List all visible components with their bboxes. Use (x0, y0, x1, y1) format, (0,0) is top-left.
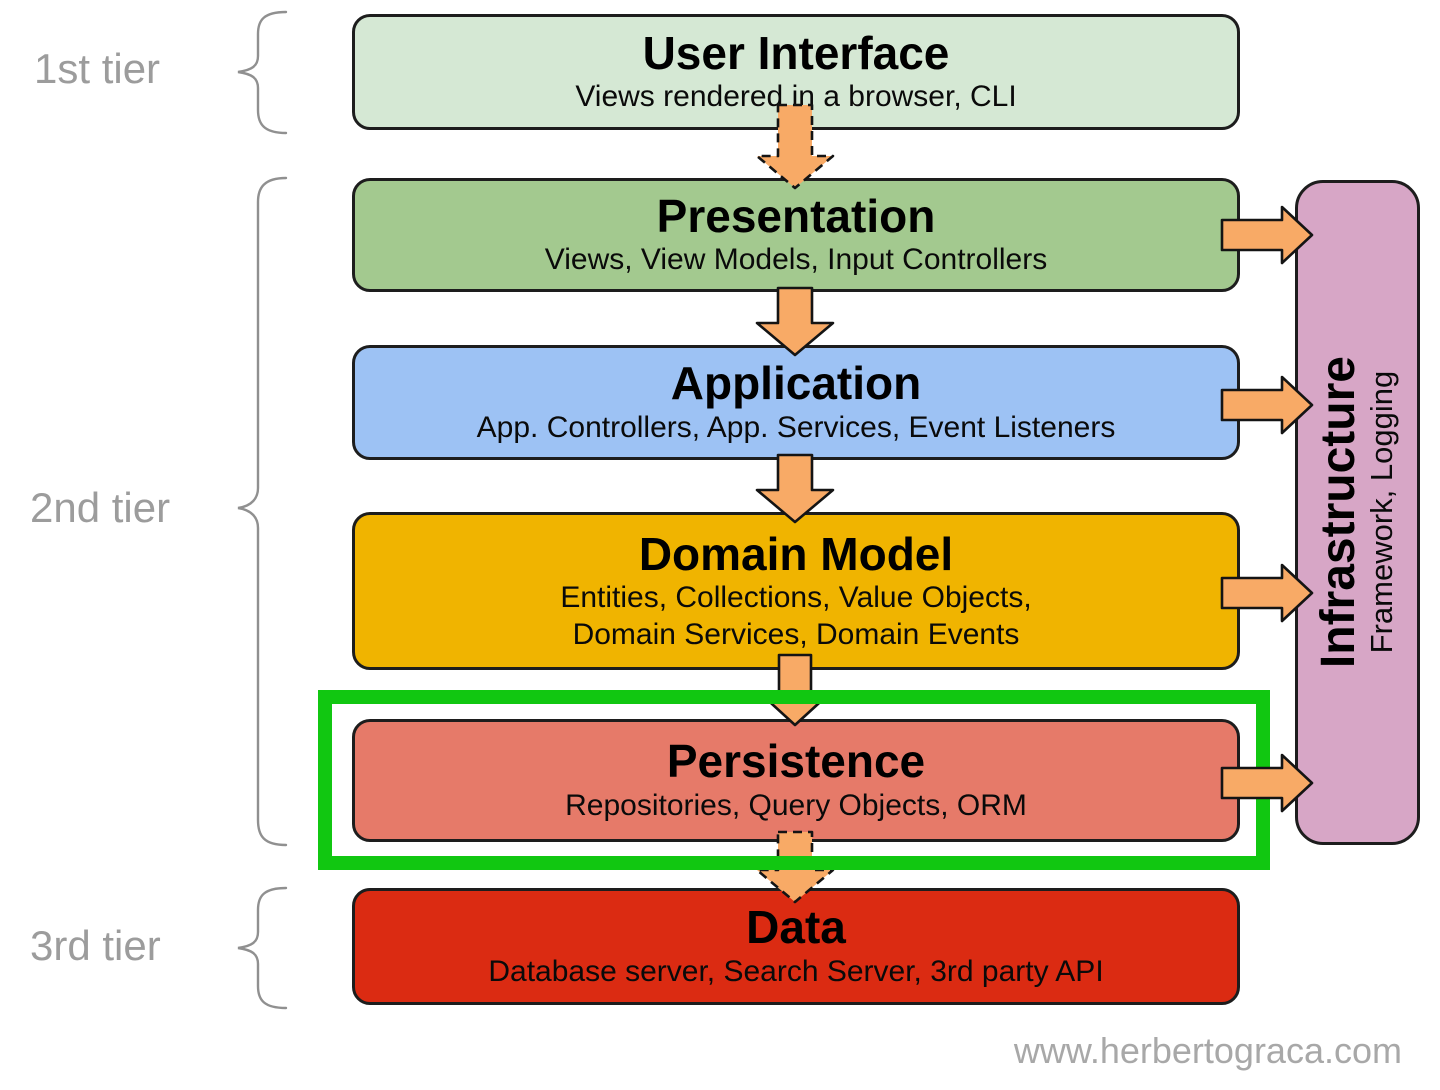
watermark-url: www.herbertograca.com (1013, 1030, 1402, 1071)
tier-label-3: 3rd tier (30, 922, 161, 969)
layer-domain-model-subtitle-line1: Entities, Collections, Value Objects, (560, 581, 1032, 615)
layer-data-subtitle: Database server, Search Server, 3rd part… (488, 954, 1104, 988)
layer-user-interface: User Interface Views rendered in a brows… (352, 14, 1240, 130)
brace-1st-tier (237, 10, 288, 135)
layer-persistence-title: Persistence (666, 735, 926, 788)
layer-persistence: Persistence Repositories, Query Objects,… (352, 719, 1240, 842)
layer-domain-model: Domain Model Entities, Collections, Valu… (352, 512, 1240, 670)
layer-presentation-title: Presentation (656, 189, 936, 242)
layer-data-title: Data (746, 901, 846, 954)
layer-domain-model-title: Domain Model (638, 527, 954, 580)
layer-user-interface-subtitle: Views rendered in a browser, CLI (575, 80, 1017, 114)
tier-label-2: 2nd tier (30, 484, 171, 531)
layer-presentation: Presentation Views, View Models, Input C… (352, 178, 1240, 292)
layer-user-interface-title: User Interface (642, 26, 950, 79)
brace-3rd-tier (237, 886, 288, 1010)
layer-application-subtitle: App. Controllers, App. Services, Event L… (476, 410, 1116, 444)
infrastructure-rotated-text: Infrastructure Framework, Logging (1312, 356, 1400, 669)
layer-application: Application App. Controllers, App. Servi… (352, 345, 1240, 460)
layer-persistence-subtitle: Repositories, Query Objects, ORM (565, 788, 1027, 822)
layer-data: Data Database server, Search Server, 3rd… (352, 888, 1240, 1005)
layer-domain-model-subtitle-line2: Domain Services, Domain Events (572, 617, 1020, 651)
layer-infrastructure-title: Infrastructure (1312, 356, 1366, 669)
persistence-highlight-frame (318, 690, 1270, 870)
layer-presentation-subtitle: Views, View Models, Input Controllers (544, 243, 1048, 277)
tier-label-1: 1st tier (34, 45, 161, 92)
layer-infrastructure-subtitle: Framework, Logging (1364, 371, 1400, 654)
brace-2nd-tier (237, 176, 288, 847)
layer-infrastructure: Infrastructure Framework, Logging (1295, 180, 1420, 845)
layer-application-title: Application (670, 357, 922, 410)
